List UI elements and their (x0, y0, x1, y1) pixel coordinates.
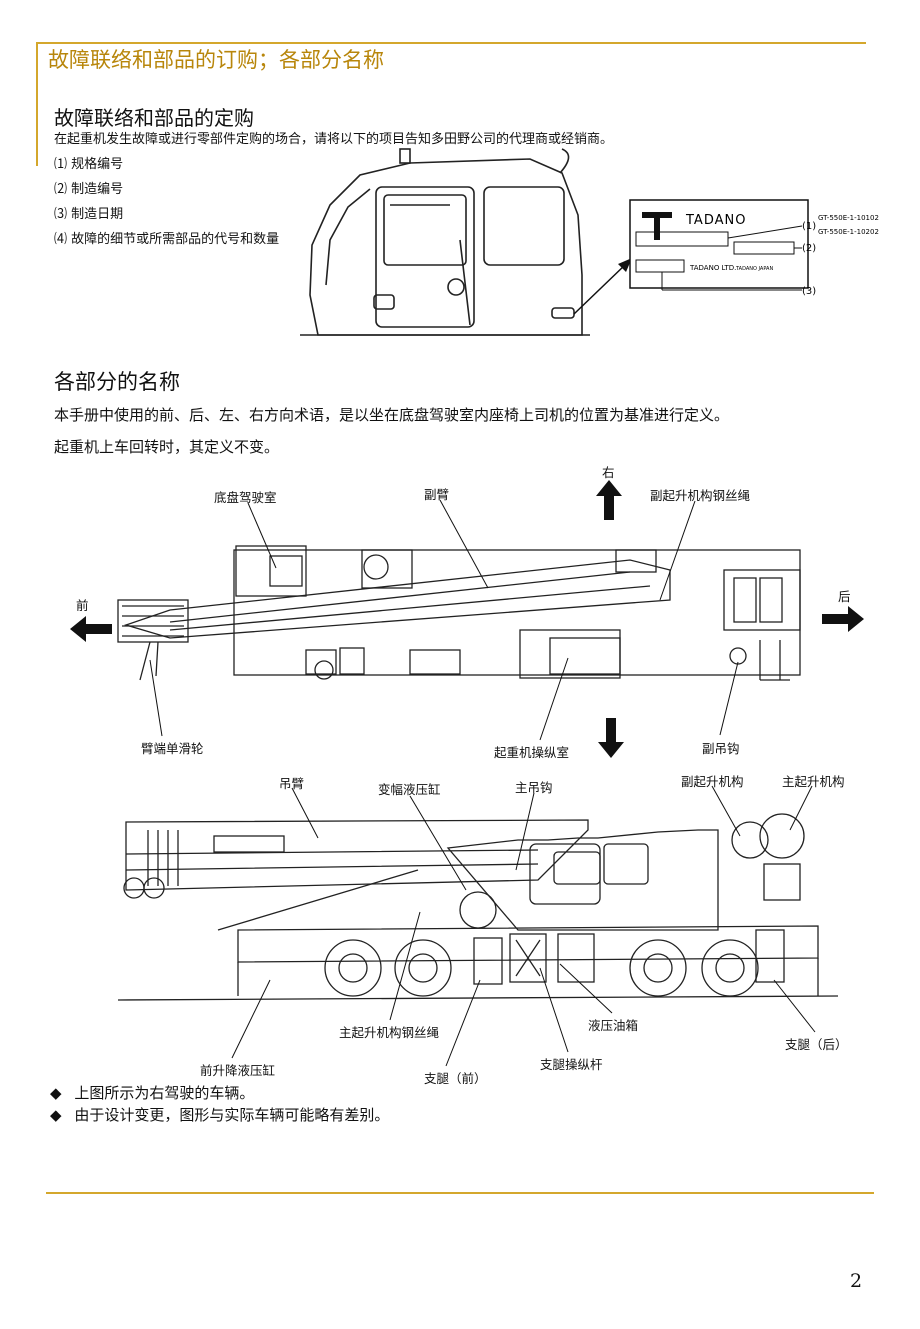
nameplate-brand: TADANO (685, 213, 746, 228)
label-derrick-cylinder: 变幅液压缸 (378, 782, 441, 797)
section2-para2: 起重机上车回转时，其定义不变。 (54, 438, 280, 456)
label-outrigger-lever: 支腿操纵杆 (540, 1057, 603, 1072)
crane-side-view-drawing (118, 813, 838, 1001)
label-aux-hoist-rope: 副起升机构钢丝绳 (650, 488, 751, 503)
note-item: ◆ 由于设计变更，图形与实际车辆可能略有差别。 (50, 1104, 389, 1125)
label-aux-hook: 副吊钩 (702, 741, 740, 756)
footer-rule (46, 1192, 874, 1194)
spec-code-1: GT-550E-1-10102 (818, 214, 879, 222)
callout-1: (1) (802, 221, 816, 232)
bullet-diamond-icon: ◆ (50, 1106, 62, 1124)
label-carrier-cab: 底盘驾驶室 (214, 490, 277, 505)
label-front-lift-cylinder: 前升降液压缸 (200, 1063, 276, 1078)
nameplate-pointer-arrow (573, 258, 632, 315)
list-item: ⑷ 故障的细节或所需部品的代号和数量 (54, 232, 280, 247)
label-main-hoist-rope: 主起升机构钢丝绳 (339, 1025, 440, 1040)
section2-para1: 本手册中使用的前、后、左、右方向术语，是以坐在底盘驾驶室内座椅上司机的位置为基准… (54, 406, 730, 424)
direction-rear-label: 后 (838, 589, 851, 604)
nameplate-company: TADANO LTD. (689, 264, 736, 272)
note-text: 上图所示为右驾驶的车辆。 (74, 1084, 255, 1102)
callout-3: (3) (802, 286, 816, 296)
label-hydraulic-tank: 液压油箱 (588, 1018, 639, 1033)
section1-title: 故障联络和部品的定购 (54, 106, 254, 130)
spec-code-2: GT-550E-1-10202 (818, 228, 879, 236)
direction-front-label: 前 (76, 598, 89, 613)
label-aux-winch: 副起升机构 (681, 774, 744, 789)
page-number: 2 (850, 1270, 863, 1292)
tadano-logo-icon (642, 212, 672, 240)
label-boom: 吊臂 (279, 776, 305, 791)
note-text: 由于设计变更，图形与实际车辆可能略有差别。 (74, 1106, 390, 1124)
list-item: ⑶ 制造日期 (54, 207, 124, 222)
page-header-title: 故障联络和部品的订购；各部分名称 (48, 48, 384, 72)
crane-top-view-drawing (117, 545, 801, 681)
crane-cab-drawing (300, 148, 590, 336)
label-main-hook: 主吊钩 (515, 780, 553, 795)
label-boom-head-sheave: 臂端单滑轮 (141, 741, 204, 756)
label-outrigger-front: 支腿（前） (424, 1071, 487, 1086)
arrow-up-icon (596, 480, 622, 520)
label-outrigger-rear: 支腿（后） (785, 1037, 848, 1052)
list-item: ⑴ 规格编号 (54, 157, 124, 172)
list-item: ⑵ 制造编号 (54, 182, 124, 197)
nameplate-company-sub: TADANO JAPAN (735, 266, 773, 272)
bullet-diamond-icon: ◆ (50, 1084, 62, 1102)
label-crane-cab: 起重机操纵室 (494, 745, 570, 760)
arrow-left-icon (70, 616, 112, 642)
arrow-down-icon (598, 718, 624, 758)
header-rule-left (36, 42, 38, 166)
direction-right-label: 右 (602, 465, 615, 480)
nameplate-drawing: TADANO TADANO LTD. TADANO JAPAN (1) (2) … (629, 199, 879, 296)
callout-2: (2) (802, 243, 816, 254)
label-jib: 副臂 (424, 487, 450, 502)
header-rule-top (36, 42, 866, 44)
label-main-winch: 主起升机构 (782, 774, 845, 789)
arrow-right-icon (822, 606, 864, 632)
section1-intro: 在起重机发生故障或进行零部件定购的场合，请将以下的项目告知多田野公司的代理商或经… (54, 132, 614, 147)
section2-title: 各部分的名称 (54, 370, 180, 394)
note-item: ◆ 上图所示为右驾驶的车辆。 (50, 1082, 254, 1103)
